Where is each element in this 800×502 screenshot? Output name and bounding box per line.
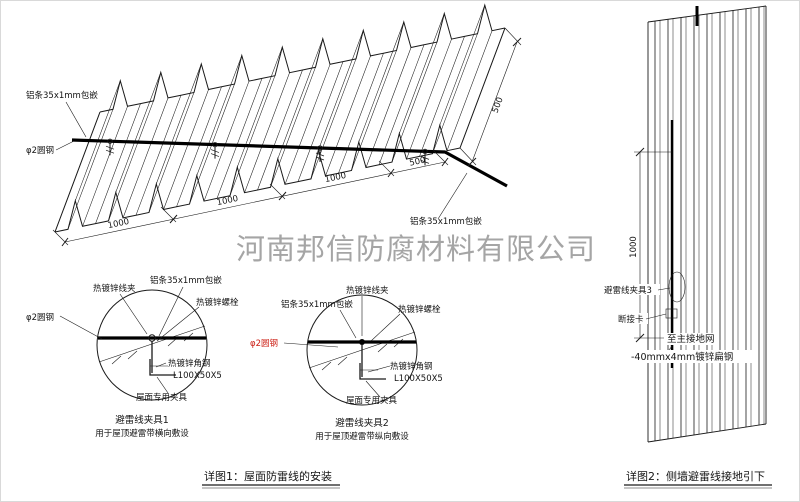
- roof-strip-label-right: 铝条35x1mm包嵌: [410, 216, 482, 227]
- detail2-angle-label: 热镀锌角钢: [390, 361, 433, 372]
- wall-ground-net-label: 至主接地网: [667, 333, 715, 345]
- caption-fig2: 详图2：侧墙避雷线接地引下: [626, 469, 765, 483]
- roof-dim-1: 1000: [107, 217, 130, 231]
- watermark-text: 河南邦信防腐材料有限公司: [236, 232, 596, 266]
- roof-dim-3: 1000: [324, 171, 347, 185]
- disconnect-link-symbol: [665, 308, 678, 319]
- detail-1: 热镀锌线夹 铝条35x1mm包嵌 热镀锌螺栓 φ2圆钢 热镀锌角钢 L100X5…: [26, 275, 239, 439]
- detail1-subtitle: 用于屋顶避雷带横向敷设: [95, 428, 189, 439]
- detail-2: 铝条35x1mm包嵌 热镀锌线夹 热镀锌螺栓 φ2圆钢 热镀锌角钢 L100X5…: [250, 285, 443, 442]
- roof-dimension-chain: 1000 1000 1000 500: [52, 149, 449, 247]
- roof-corrugated-sheet: [54, 3, 506, 233]
- detail2-subtitle: 用于屋顶避雷带纵向敷设: [315, 431, 409, 442]
- detail1-clamp-label: 热镀锌线夹: [93, 283, 136, 294]
- detail1-title: 避雷线夹具1: [115, 414, 169, 426]
- detail2-rod-label: φ2圆钢: [250, 338, 278, 349]
- detail2-title: 避雷线夹具2: [335, 417, 389, 429]
- detail1-bolt-label: 热镀锌螺栓: [196, 297, 239, 308]
- wall-clamp3-label: 避雷线夹具3: [604, 285, 652, 296]
- wall-break-label: 断接卡: [618, 314, 644, 325]
- roof-rod-label: φ2圆钢: [26, 145, 54, 156]
- roof-dim-2: 1000: [216, 194, 239, 208]
- detail1-angle-label: 热镀锌角钢: [168, 358, 211, 369]
- detail2-strip-label: 铝条35x1mm包嵌: [281, 299, 353, 310]
- roof-dim-right: 500: [491, 96, 506, 115]
- wall-flat-steel-label: -40mmx4mm镀锌扁钢: [631, 351, 733, 363]
- roof-labels: 铝条35x1mm包嵌 φ2圆钢 铝条35x1mm包嵌: [26, 90, 482, 227]
- roof-dim-4: 500: [409, 155, 427, 168]
- roof-dimension-right: 500: [459, 27, 522, 167]
- wall-corrugated-panel: [647, 5, 767, 443]
- roof-strip-label-left: 铝条35x1mm包嵌: [26, 90, 98, 101]
- wall-dim: 1000: [629, 236, 639, 258]
- wall-overlay: 1000 避雷线夹具3 断接卡 至主接地网 -40mmx4mm镀锌扁钢: [602, 6, 758, 368]
- caption-fig1: 详图1：屋面防雷线的安装: [204, 469, 332, 483]
- wall-clamp-balloon: [668, 271, 686, 303]
- detail2-fixture-label: 屋面专用夹具: [346, 395, 398, 406]
- detail1-fixture-label: 屋面专用夹具: [136, 392, 188, 403]
- roof-wire-clamps: [105, 138, 430, 166]
- detail2-angle-size-label: L100X50X5: [394, 374, 443, 384]
- roof-lightning-wire: [71, 138, 508, 188]
- detail1-strip-label: 铝条35x1mm包嵌: [150, 275, 222, 286]
- detail2-bolt-label: 热镀锌螺栓: [398, 304, 441, 315]
- figure-captions: 详图1：屋面防雷线的安装 详图2：侧墙避雷线接地引下: [202, 469, 772, 489]
- detail2-clamp-label: 热镀锌线夹: [346, 285, 389, 296]
- detail1-rod-label: φ2圆钢: [26, 312, 54, 323]
- detail1-angle-size-label: L100X50X5: [173, 371, 222, 381]
